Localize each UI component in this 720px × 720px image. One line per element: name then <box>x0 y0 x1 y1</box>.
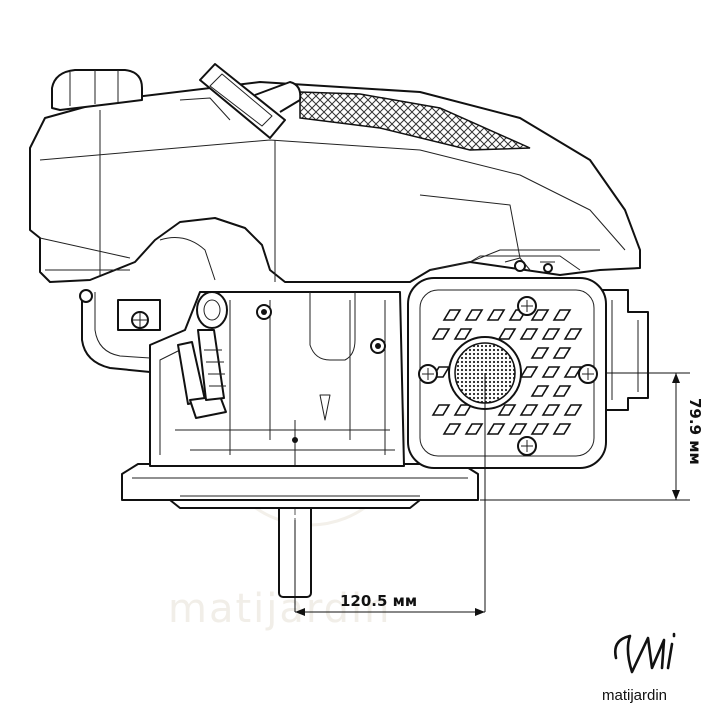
guard-slot <box>431 404 451 416</box>
dimension-vertical: 79.9 мм <box>480 372 704 501</box>
guard-slot <box>563 328 583 340</box>
guard-slot <box>464 309 484 321</box>
guard-slot <box>552 385 572 397</box>
guard-slot <box>563 404 583 416</box>
guard-slot <box>541 328 561 340</box>
guard-slot <box>442 309 462 321</box>
guard-slot <box>431 328 451 340</box>
horizontal-dimension-label: 120.5 мм <box>340 592 417 610</box>
brand-logo: matijardin <box>602 632 676 704</box>
guard-slot <box>519 404 539 416</box>
top-vent <box>299 91 531 151</box>
guard-slot <box>530 309 550 321</box>
guard-slot <box>464 423 484 435</box>
guard-slot <box>508 423 528 435</box>
guard-slot <box>497 404 517 416</box>
guard-slot <box>552 309 572 321</box>
linkage <box>79 289 161 373</box>
front-guard <box>407 277 607 469</box>
top-handle <box>179 63 302 139</box>
guard-slot <box>530 423 550 435</box>
mounting-base <box>121 463 479 509</box>
vertical-dimension-label: 79.9 мм <box>686 398 704 465</box>
logo-monogram <box>614 632 676 674</box>
guard-slot <box>486 309 506 321</box>
guard-slot <box>552 423 572 435</box>
guard-slot <box>486 423 506 435</box>
logo-text: matijardin <box>602 687 667 704</box>
guard-slots <box>431 309 583 435</box>
guard-bolts <box>418 296 598 456</box>
guard-slot <box>519 328 539 340</box>
oil-filler <box>177 291 228 419</box>
engine-body <box>29 63 649 598</box>
guard-slot <box>519 366 539 378</box>
guard-slot <box>442 423 462 435</box>
guard-slot <box>530 347 550 359</box>
guard-slot <box>453 328 473 340</box>
guard-slot <box>530 385 550 397</box>
guard-slot <box>552 347 572 359</box>
guard-slot <box>541 404 561 416</box>
muffler-housing <box>469 255 649 411</box>
dimension-horizontal: 120.5 мм <box>294 373 486 616</box>
guard-slot <box>497 328 517 340</box>
fuel-cap <box>51 69 143 111</box>
guard-slot <box>541 366 561 378</box>
